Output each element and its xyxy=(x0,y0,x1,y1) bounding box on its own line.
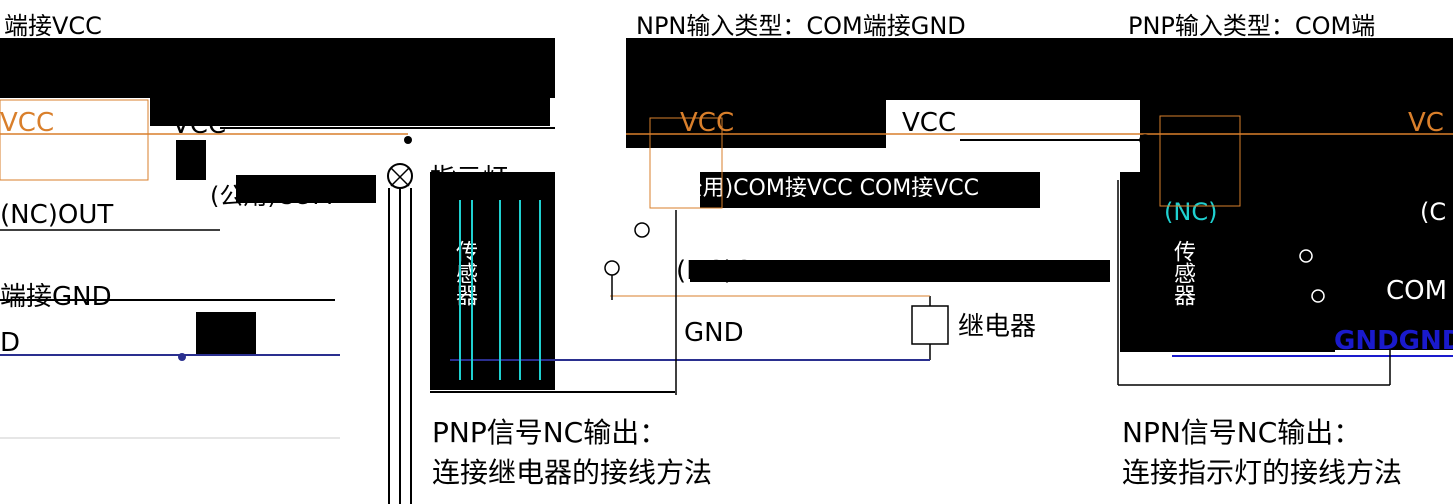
middle-black-sensor-box xyxy=(430,172,555,390)
npn-caption-line2: 连接指示灯的接线方法 xyxy=(1122,456,1403,489)
middle-com-note: (公用)COM接VCC COM接VCC xyxy=(672,176,980,201)
left-black-block xyxy=(0,38,555,98)
right-paren-left: (NC) xyxy=(1164,198,1218,226)
left-vcc-line-label: VCC xyxy=(172,110,227,140)
left-vcc-orange: VCC xyxy=(0,108,55,138)
right-contact-icon-2 xyxy=(1311,289,1325,303)
pnp-title: PNP输入类型：COM端 xyxy=(1128,12,1376,40)
left-black-block-2 xyxy=(150,98,550,126)
middle-orange-box xyxy=(649,117,723,209)
middle-top-black xyxy=(626,38,1453,100)
npn-title: NPN输入类型：COM端接GND xyxy=(636,12,966,40)
pnp-caption-line1: PNP信号NC输出： xyxy=(432,416,668,449)
left-title: 端接VCC xyxy=(4,12,102,40)
left-sensor-label: (公用)COM xyxy=(210,182,334,210)
middle-black-5 xyxy=(700,172,1040,208)
middle-black-right-sensor xyxy=(1120,172,1335,352)
left-gnd-dot xyxy=(178,353,186,361)
middle-gnd: GND xyxy=(684,318,744,348)
right-com: COM xyxy=(1386,276,1448,306)
left-black-block-3 xyxy=(176,140,206,180)
left-gnd-label: 端接GND xyxy=(0,282,112,312)
middle-vcc-line-label: VCC xyxy=(902,108,957,138)
right-vcc-orange: VC xyxy=(1408,108,1444,138)
right-paren-right: (C xyxy=(1420,198,1447,226)
middle-black-6 xyxy=(690,260,1110,282)
npn-caption-line1: NPN信号NC输出： xyxy=(1122,416,1362,449)
right-sensor-label: 传感器 xyxy=(1170,240,1195,306)
indicator-label: 指示灯 xyxy=(430,164,509,194)
switch-contact-icon-2 xyxy=(604,260,620,276)
right-contact-icon xyxy=(1299,249,1313,263)
left-orange-box xyxy=(0,99,149,181)
middle-junction-dot xyxy=(1139,134,1151,146)
left-nc-out: (NC)OUT xyxy=(0,200,114,230)
relay-label: 继电器 xyxy=(958,312,1037,342)
left-black-block-4 xyxy=(236,175,376,203)
middle-nc-out: (NC)OUT xyxy=(676,256,790,286)
pnp-caption-line2: 连接继电器的接线方法 xyxy=(432,456,713,489)
right-gnd: GNDGND xyxy=(1334,326,1453,356)
middle-black-4 xyxy=(1330,100,1453,350)
left-junction-dot xyxy=(404,136,412,144)
relay-coil-box xyxy=(911,305,949,345)
left-black-block-5 xyxy=(196,312,256,354)
left-gnd-line: D xyxy=(0,328,21,358)
middle-black-3 xyxy=(1140,100,1330,180)
switch-contact-icon xyxy=(634,222,650,238)
middle-vcc-orange: VCC xyxy=(680,108,735,138)
middle-black-2 xyxy=(626,100,886,148)
right-orange-box xyxy=(1159,115,1241,207)
